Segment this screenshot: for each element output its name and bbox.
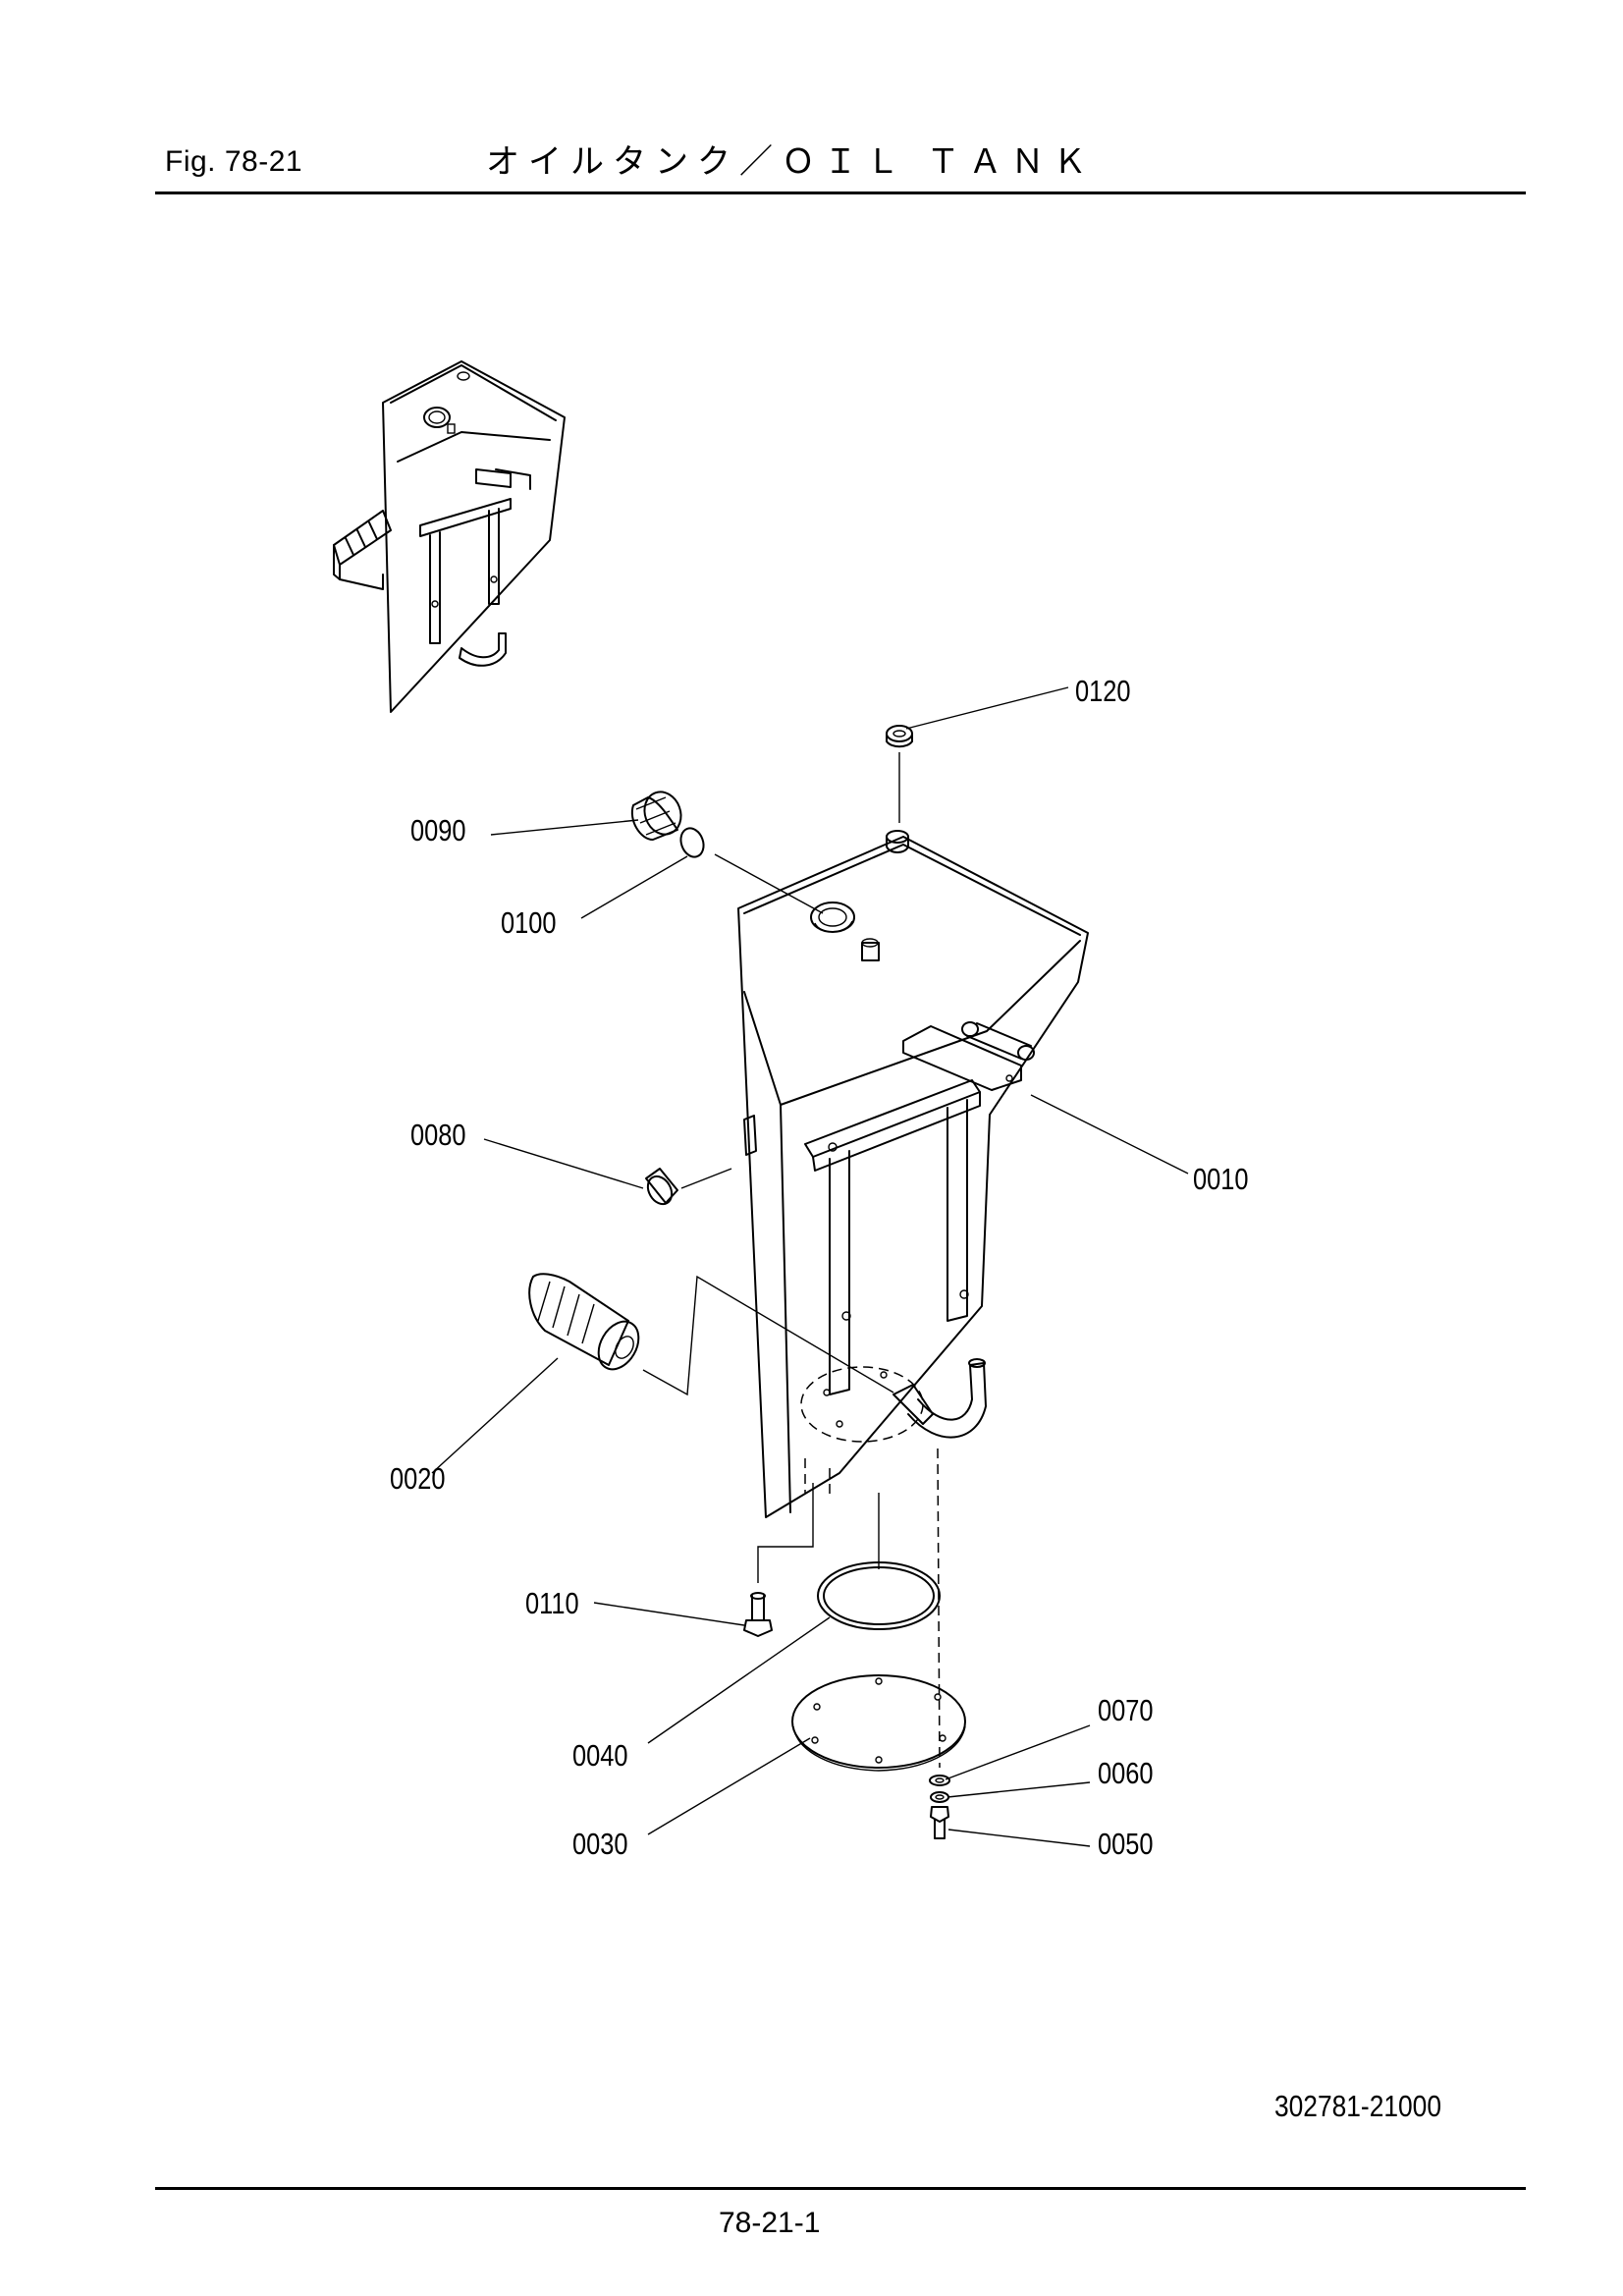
inset-tank-view [333, 360, 566, 713]
figure-number: Fig. 78-21 [165, 145, 303, 178]
cover-plate-0030 [791, 1674, 966, 1772]
callout-0110: 0110 [525, 1586, 579, 1620]
callout-0040: 0040 [572, 1738, 628, 1773]
o-ring-0100 [679, 827, 705, 858]
callout-0120: 0120 [1075, 674, 1131, 708]
callout-0060: 0060 [1098, 1756, 1154, 1790]
page-number: 78-21-1 [719, 2207, 821, 2239]
callout-0020: 0020 [390, 1461, 446, 1496]
callout-0030: 0030 [572, 1827, 628, 1861]
callout-0090: 0090 [410, 813, 466, 847]
callout-0080: 0080 [410, 1118, 466, 1152]
spring-washer-0060 [930, 1791, 949, 1803]
callout-0010: 0010 [1193, 1162, 1249, 1196]
washer-0070 [929, 1775, 950, 1786]
document-number: 302781-21000 [1274, 2089, 1441, 2123]
figure-title: オイルタンク／ＯＩＬ ＴＡＮＫ [486, 143, 1096, 181]
tank-body [737, 830, 1089, 1518]
callout-0100: 0100 [501, 905, 557, 940]
strainer-0020 [528, 1273, 894, 1396]
bolt-0110 [743, 1483, 814, 1637]
callout-0050: 0050 [1098, 1827, 1154, 1861]
breather-0120 [886, 725, 913, 823]
gasket-0040 [817, 1493, 941, 1630]
bolt-0050 [930, 1806, 949, 1839]
plug-0080 [645, 1168, 732, 1206]
footer-rule [155, 2187, 1526, 2190]
leader-lines [431, 686, 1189, 1847]
filler-cap-0090 [630, 791, 682, 841]
callout-0070: 0070 [1098, 1693, 1154, 1727]
header-rule [155, 191, 1526, 194]
